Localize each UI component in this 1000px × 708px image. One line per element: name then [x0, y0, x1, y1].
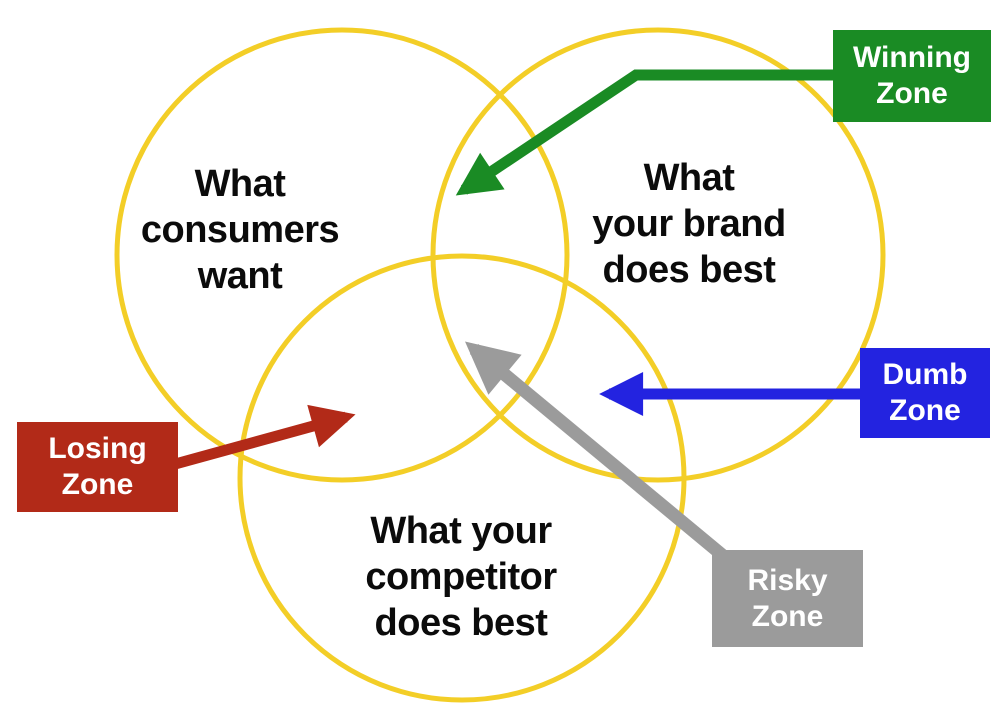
dumb-zone-box: Dumb Zone	[860, 348, 990, 438]
circle-consumers	[114, 27, 570, 483]
circle-competitor	[237, 253, 687, 703]
winning-zone-box: Winning Zone	[833, 30, 991, 122]
winning-zone-arrow	[455, 69, 843, 196]
risky-zone-arrow	[464, 341, 732, 565]
losing-zone-box: Losing Zone	[17, 422, 178, 512]
risky-zone-box: Risky Zone	[712, 550, 863, 647]
circle-label-brand: What your brand does best	[592, 157, 786, 291]
circle-brand	[430, 27, 886, 483]
circle-label-competitor: What your competitor does best	[365, 510, 557, 644]
losing-zone-arrow	[166, 404, 356, 472]
circle-label-consumers: What consumers want	[140, 163, 340, 297]
